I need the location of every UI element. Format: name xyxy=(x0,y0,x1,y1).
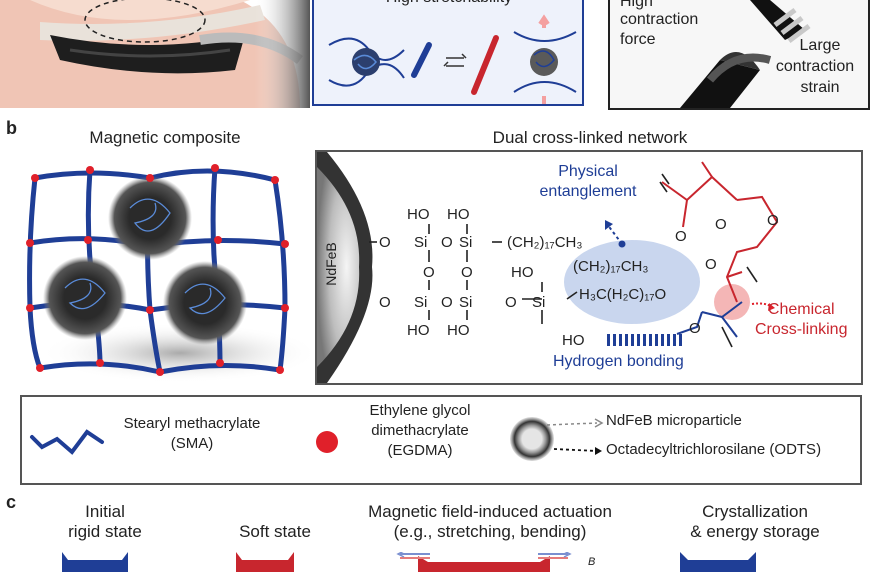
contraction-panel: High contraction force Large contraction… xyxy=(608,0,870,110)
sample-actuated xyxy=(418,556,550,572)
stage-initial-line1: Initial xyxy=(85,502,125,521)
atom-o: O xyxy=(505,294,517,311)
stage-actuation-line2: (e.g., stretching, bending) xyxy=(393,522,587,541)
legend-egdma-line1: Ethylene glycol xyxy=(369,402,471,419)
ndfeb-label: NdFeB xyxy=(323,242,339,286)
magnetic-field-symbol: B xyxy=(588,556,596,568)
panel-b-letter: b xyxy=(6,118,17,138)
stage-soft: Soft state xyxy=(239,522,311,541)
atom-si: Si xyxy=(459,294,473,311)
top-left-illustration xyxy=(0,0,310,108)
contraction-label: contraction xyxy=(620,11,699,28)
stage-crystallization: Crystallization & energy storage xyxy=(670,502,840,542)
sample-rigid xyxy=(62,552,128,572)
atom-o: O xyxy=(715,216,727,233)
atom-o: O xyxy=(705,256,717,273)
atom-o: O xyxy=(441,294,453,311)
atom-si: Si xyxy=(532,294,546,311)
atom-ho: HO xyxy=(447,322,470,339)
chain-bubble-1: (CH₂)₁₇CH₃ xyxy=(573,258,649,275)
panel-c-samples xyxy=(62,552,756,572)
atom-o: O xyxy=(441,234,453,251)
sample-crystallized xyxy=(680,552,756,572)
large-label: Large xyxy=(799,37,841,54)
dual-network-diagram xyxy=(317,152,779,383)
strain-label: strain xyxy=(800,79,840,96)
atom-ho: HO xyxy=(511,264,534,281)
legend-odts: Octadecyltrichlorosilane (ODTS) xyxy=(606,441,822,458)
stage-actuation-line1: Magnetic field-induced actuation xyxy=(368,502,612,521)
legend-box: Stearyl methacrylate (SMA) Ethylene glyc… xyxy=(20,395,862,485)
stage-actuation: Magnetic field-induced actuation (e.g., … xyxy=(345,502,635,542)
stage-initial-line2: rigid state xyxy=(68,522,142,541)
physical-label-line2: entanglement xyxy=(539,183,637,200)
atom-ho: HO xyxy=(447,206,470,223)
contraction-strain-label: contraction xyxy=(775,58,855,75)
legend-egdma-line2: dimethacrylate xyxy=(371,422,469,439)
stage-initial: Initial rigid state xyxy=(40,502,170,542)
sample-soft xyxy=(236,552,294,572)
stretchability-label: High stretchability xyxy=(314,0,584,8)
chemical-label-line2: Cross-linking xyxy=(755,321,848,338)
atom-o: O xyxy=(689,320,701,337)
atom-ho: HO xyxy=(407,206,430,223)
magnetic-composite-title: Magnetic composite xyxy=(89,128,241,147)
atom-si: Si xyxy=(414,234,428,251)
atom-o: O xyxy=(675,228,687,245)
panel-c-letter: c xyxy=(6,492,17,512)
physical-entanglement-label: Physical entanglement xyxy=(523,162,653,202)
legend-sma-line1: Stearyl methacrylate xyxy=(123,415,261,432)
legend-egdma: Ethylene glycol dimethacrylate (EGDMA) xyxy=(350,401,490,461)
physical-label-line1: Physical xyxy=(558,163,618,180)
stretchability-panel: High stretchability xyxy=(312,0,584,106)
chemical-crosslinking-label: Chemical Cross-linking xyxy=(755,300,847,340)
atom-ho: HO xyxy=(407,322,430,339)
atom-o: O xyxy=(767,212,779,229)
atom-ho: HO xyxy=(562,332,585,349)
chemical-label-line1: Chemical xyxy=(767,301,835,318)
hydrogen-bonding-label: Hydrogen bonding xyxy=(553,353,684,370)
atom-o: O xyxy=(379,294,391,311)
chain-bubble-2: H₃C(H₂C)₁₇O xyxy=(579,286,667,303)
contraction-illustration xyxy=(610,0,868,108)
atom-si: Si xyxy=(414,294,428,311)
chain-top: (CH₂)₁₇CH₃ xyxy=(507,234,583,251)
stage-cryst-line1: Crystallization xyxy=(702,502,808,521)
force-label: force xyxy=(620,31,656,48)
legend-sma-line2: (SMA) xyxy=(170,435,214,452)
atom-o: O xyxy=(461,264,473,281)
dual-network-panel: NdFeB HO HO O Si O Si (CH₂)₁₇CH₃ O O HO … xyxy=(315,150,863,385)
atom-o: O xyxy=(423,264,435,281)
legend-ndfeb: NdFeB microparticle xyxy=(606,412,742,429)
hand-actuator-illustration xyxy=(0,0,310,108)
stretch-diagram xyxy=(328,14,577,104)
stage-cryst-line2: & energy storage xyxy=(690,522,820,541)
atom-o: O xyxy=(379,234,391,251)
atom-si: Si xyxy=(459,234,473,251)
legend-sma: Stearyl methacrylate (SMA) xyxy=(107,414,277,454)
magnetic-composite-lattice xyxy=(26,164,310,383)
legend-egdma-line3: (EGDMA) xyxy=(387,442,453,459)
dual-network-title: Dual cross-linked network xyxy=(492,128,688,147)
legend-symbols xyxy=(30,417,604,461)
high-label: High xyxy=(620,0,653,10)
